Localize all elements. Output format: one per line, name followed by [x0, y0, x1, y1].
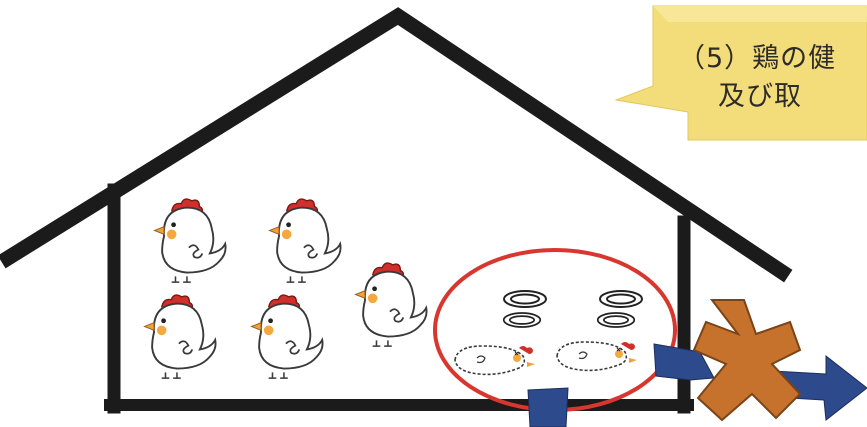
ellipse-marks [504, 291, 642, 327]
dead-chicken-icon [455, 346, 535, 374]
healthy-chickens [144, 199, 426, 378]
ellipse-mark-icon [600, 291, 642, 307]
chicken-icon [269, 199, 340, 282]
dead-chickens [455, 342, 637, 374]
ellipse-mark-icon [504, 313, 541, 327]
callout-line-1: （5）鶏の健 [678, 43, 836, 74]
chicken-icon [144, 295, 215, 378]
chicken-icon [251, 295, 322, 378]
chicken-icon [154, 199, 225, 282]
chicken-icon [355, 263, 426, 346]
callout-line-2: 及び取 [678, 78, 836, 116]
highlight-circle [435, 250, 675, 410]
ellipse-mark-icon [598, 313, 635, 327]
dead-chicken-icon [557, 342, 637, 370]
ellipse-mark-icon [504, 291, 546, 307]
arrow-up [528, 388, 568, 427]
cross-icon [694, 300, 800, 420]
callout-text: （5）鶏の健 及び取 [678, 40, 836, 116]
